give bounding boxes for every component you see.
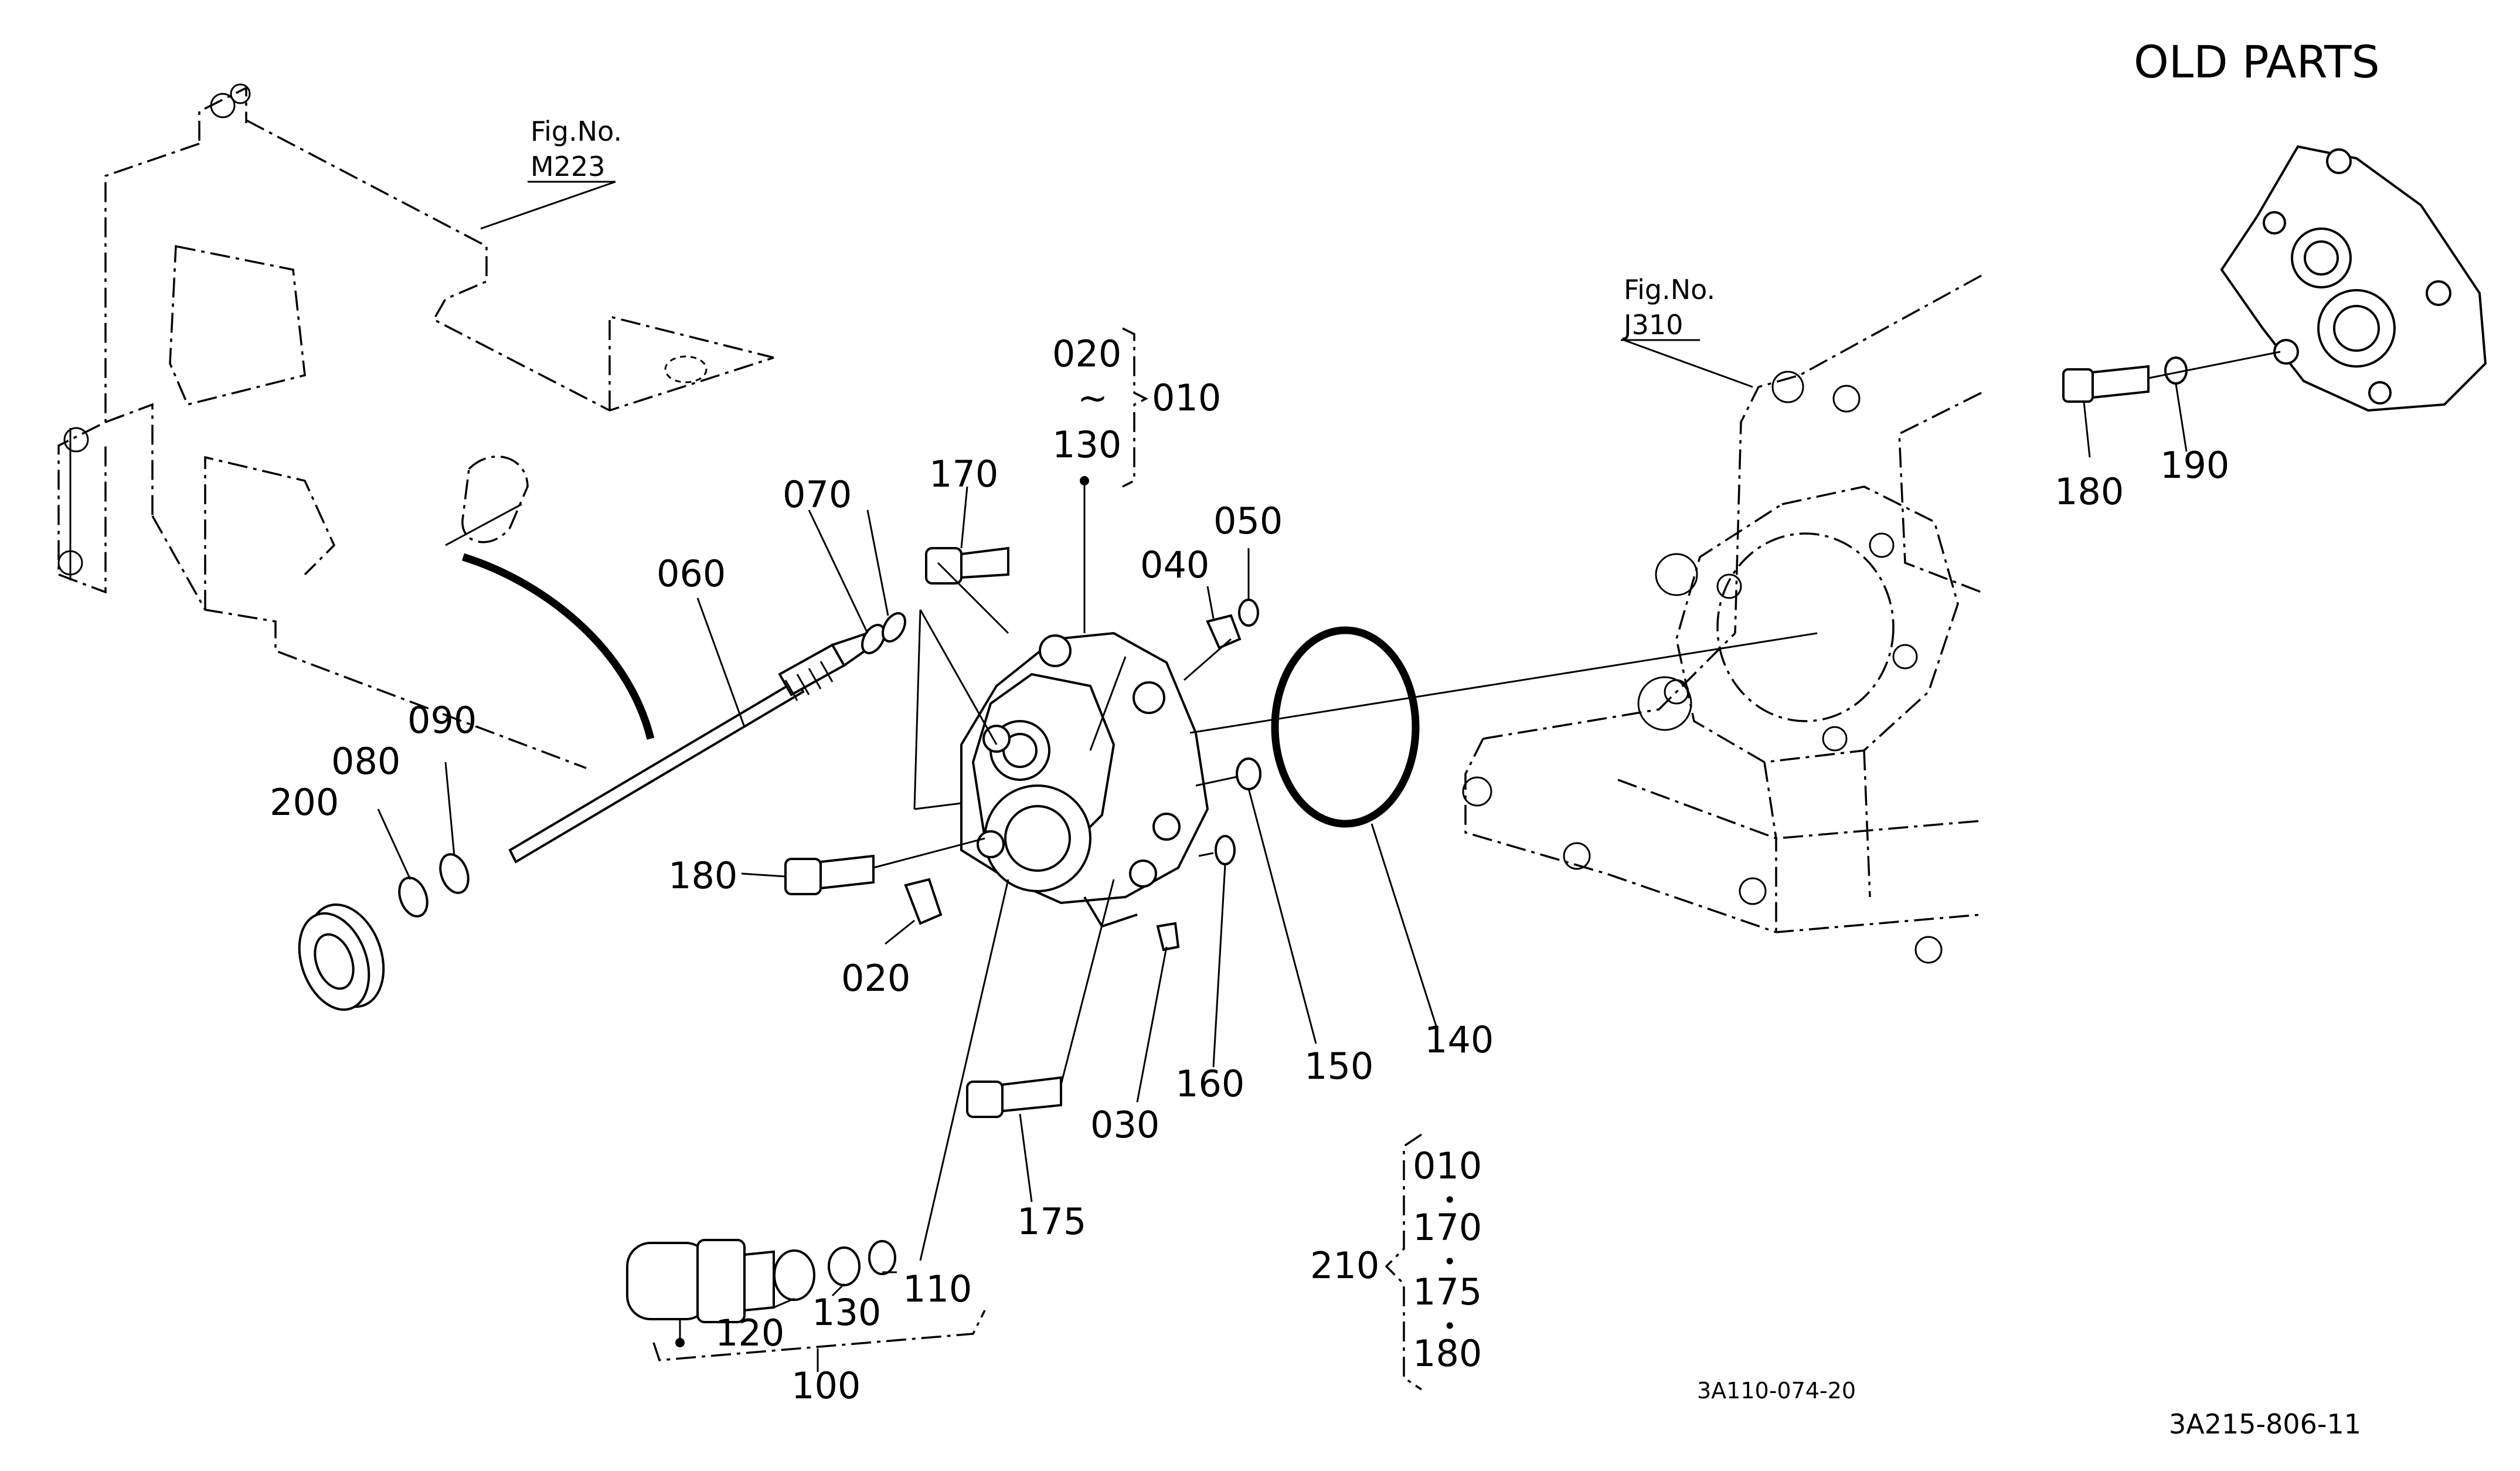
kit-separator-2: • <box>1443 1249 1456 1275</box>
oring-160 <box>1215 835 1236 865</box>
label-120: 120 <box>715 1312 784 1354</box>
label-200: 200 <box>270 781 339 824</box>
fig-label-j310: Fig.No. <box>1624 274 1715 305</box>
kit-item-010: 010 <box>1413 1144 1482 1187</box>
label-020: 020 <box>841 957 910 1000</box>
fitting-040 <box>1206 614 1242 650</box>
valve-assembly-100 <box>626 1239 896 1323</box>
kit-item-170: 170 <box>1413 1206 1482 1249</box>
bracket-210 <box>1385 1133 1422 1391</box>
fig-no-m223: M223 <box>530 151 606 182</box>
bolt-175 <box>966 1076 1062 1118</box>
label-170: 170 <box>929 453 998 495</box>
leader-lines <box>377 181 2188 1347</box>
label-110: 110 <box>903 1268 972 1310</box>
clip-050 <box>1238 599 1259 627</box>
label-150: 150 <box>1304 1045 1373 1088</box>
kit-item-175: 175 <box>1413 1270 1482 1313</box>
old-label-190: 190 <box>2160 444 2229 487</box>
label-130: 130 <box>812 1291 881 1334</box>
old-parts-inset <box>2062 145 2487 412</box>
seal-200 <box>298 903 385 1011</box>
kit-item-180: 180 <box>1413 1332 1482 1375</box>
washer-130 <box>828 1246 861 1286</box>
label-020-range: 020 <box>1052 332 1121 375</box>
label-010: 010 <box>1152 376 1221 419</box>
plug-030 <box>1156 922 1180 952</box>
label-060: 060 <box>657 552 726 595</box>
title-old-parts: OLD PARTS <box>2134 36 2380 88</box>
old-label-180: 180 <box>2055 470 2124 513</box>
label-100: 100 <box>791 1364 861 1407</box>
drawing-code: 3A215-806-11 <box>2169 1408 2361 1440</box>
label-090: 090 <box>407 699 477 742</box>
bolt-170 <box>925 546 1009 585</box>
oring-140 <box>1271 626 1420 828</box>
fig-label-m223: Fig.No. <box>530 115 622 147</box>
kit-separator-1: • <box>1443 1187 1456 1213</box>
oring-120 <box>773 1249 815 1301</box>
label-040: 040 <box>1140 543 1209 586</box>
plug-020 <box>904 878 943 925</box>
label-180: 180 <box>668 854 737 897</box>
label-030: 030 <box>1090 1103 1159 1146</box>
label-050: 050 <box>1213 500 1283 542</box>
washer-090 <box>439 853 470 894</box>
sub-drawing-code: 3A110-074-20 <box>1697 1378 1856 1404</box>
bracket-100 <box>652 1310 986 1372</box>
bold-arc <box>462 553 655 740</box>
label-tilde: ~ <box>1077 376 1108 419</box>
oring-150 <box>1236 757 1261 790</box>
washer-080 <box>398 877 428 918</box>
label-140: 140 <box>1424 1018 1494 1061</box>
kit-number-210: 210 <box>1310 1244 1379 1287</box>
fig-no-j310: J310 <box>1622 309 1683 341</box>
label-130-range: 130 <box>1052 423 1121 466</box>
oring-110 <box>868 1240 896 1275</box>
label-080: 080 <box>331 740 400 783</box>
bolt-180 <box>784 854 875 895</box>
bracket-010 <box>1122 327 1148 488</box>
cover-010 <box>960 631 1209 928</box>
housing-j310 <box>1462 274 1982 964</box>
housing-m223 <box>57 83 774 769</box>
label-070: 070 <box>783 473 852 516</box>
label-160: 160 <box>1175 1062 1244 1105</box>
oring-070-b <box>882 612 906 643</box>
kit-separator-3: • <box>1443 1313 1456 1339</box>
shaft-060 <box>508 631 875 864</box>
label-175: 175 <box>1017 1200 1086 1243</box>
